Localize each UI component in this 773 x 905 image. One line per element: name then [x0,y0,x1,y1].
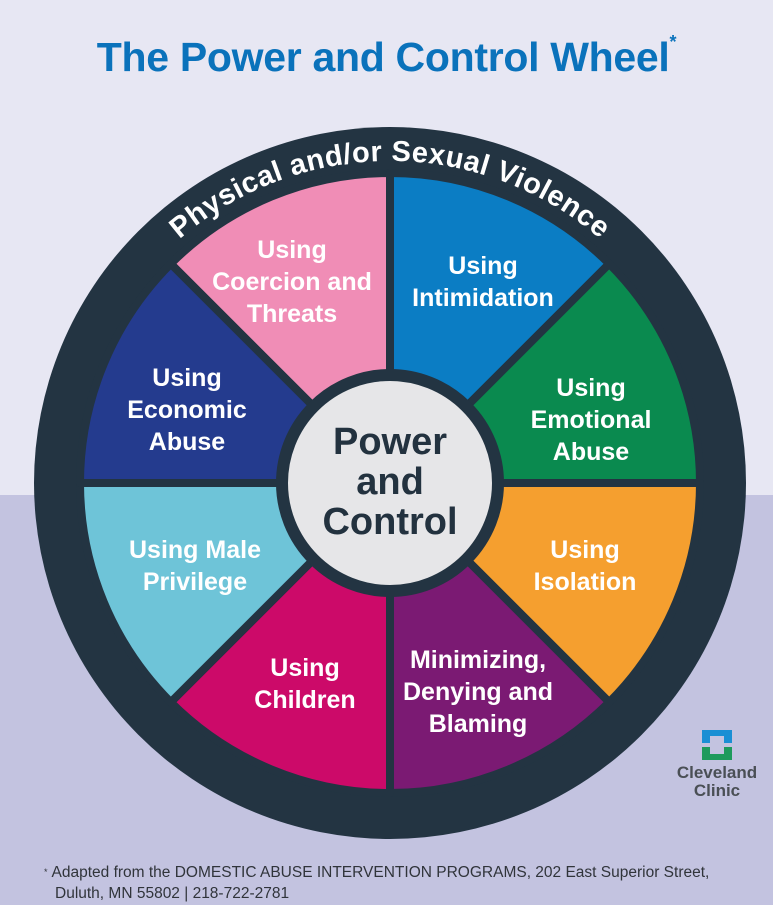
center-circle [276,369,504,597]
section-label-economic-abuse: Economic [127,396,247,424]
section-label-emotional-abuse: Abuse [553,438,630,466]
section-label-emotional-abuse: Using [556,374,625,402]
section-label-intimidation: Intimidation [412,284,554,312]
footnote-line1: Adapted from the DOMESTIC ABUSE INTERVEN… [51,864,710,881]
section-label-coercion: Coercion and [212,268,372,296]
section-label-coercion: Threats [247,300,337,328]
section-label-intimidation: Using [448,252,517,280]
section-label-minimizing: Minimizing, [410,646,546,674]
section-label-isolation: Isolation [534,568,637,596]
footnote: *Adapted from the DOMESTIC ABUSE INTERVE… [44,862,709,904]
title-asterisk: * [669,32,677,52]
section-label-isolation: Using [550,536,619,564]
center-label-line: and [356,461,424,503]
center-label-line: Control [322,501,457,543]
section-label-coercion: Using [257,236,326,264]
section-label-economic-abuse: Using [152,364,221,392]
logo-text-line1: Cleveland [676,763,758,782]
footnote-mark: * [44,867,48,877]
logo-text-line2: Clinic [693,781,741,800]
section-label-children: Using [270,654,339,682]
section-label-economic-abuse: Abuse [149,428,226,456]
footnote-line2: Duluth, MN 55802 | 218-722-2781 [55,885,290,902]
cleveland-clinic-cross-icon [702,730,732,760]
section-label-male-privilege: Privilege [143,568,247,596]
section-label-male-privilege: Using Male [129,536,261,564]
title-text: The Power and Control Wheel [96,34,670,80]
section-label-minimizing: Blaming [429,710,528,738]
section-label-emotional-abuse: Emotional [531,406,652,434]
section-label-minimizing: Denying and [403,678,553,706]
section-label-children: Children [254,686,355,714]
page-title: The Power and Control Wheel* [0,32,773,81]
center-label-line: Power [333,421,447,463]
cleveland-clinic-logo: Cleveland Clinic [672,730,762,800]
